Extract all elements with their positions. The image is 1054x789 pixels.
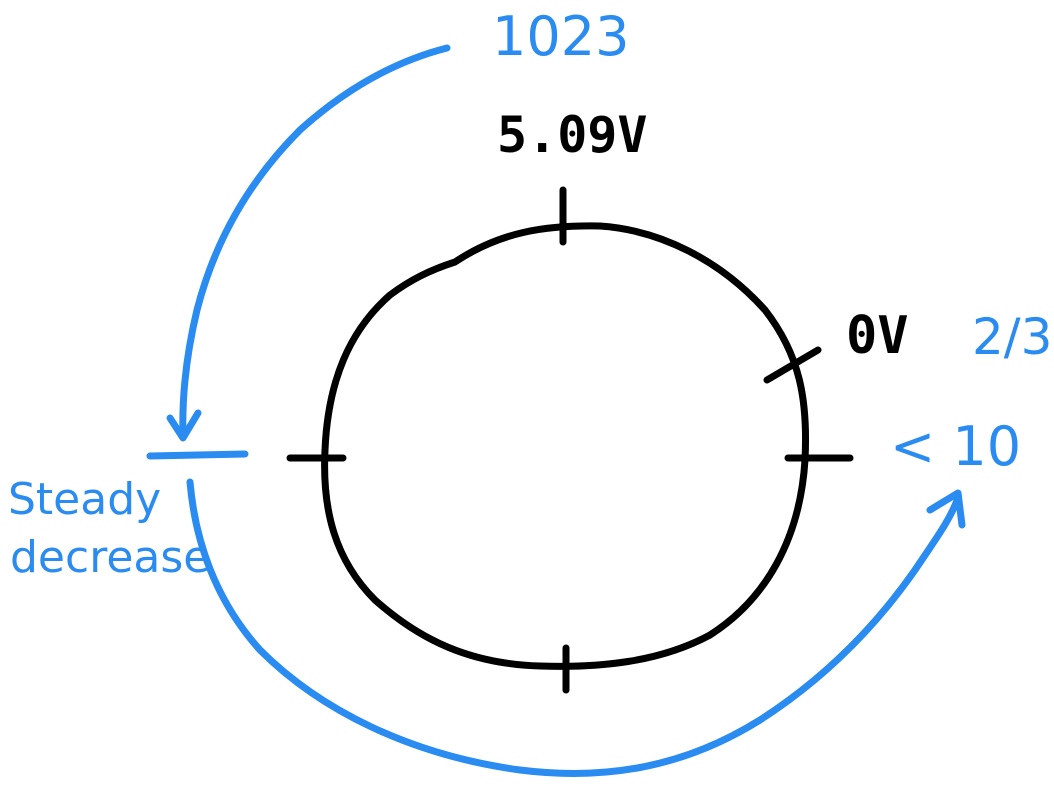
left-marker-line	[146, 450, 249, 460]
label-left-note-line1: Steady	[8, 474, 162, 525]
tick-zero	[763, 346, 822, 384]
label-top-count: 1023	[492, 5, 630, 68]
arrow-arc-top-left	[179, 44, 451, 439]
dial-circle	[321, 222, 810, 670]
label-left-note-line2: decrease	[10, 532, 211, 583]
arrowhead-bottom-right	[926, 489, 966, 529]
label-top-voltage: 5.09V	[497, 106, 648, 164]
label-right-fraction: 2/3	[972, 308, 1053, 366]
arrowhead-top-left	[166, 409, 202, 442]
arrow-arc-bottom-right	[186, 478, 962, 777]
label-right-voltage: 0V	[846, 306, 909, 366]
label-right-threshold: < 10	[890, 415, 1022, 478]
